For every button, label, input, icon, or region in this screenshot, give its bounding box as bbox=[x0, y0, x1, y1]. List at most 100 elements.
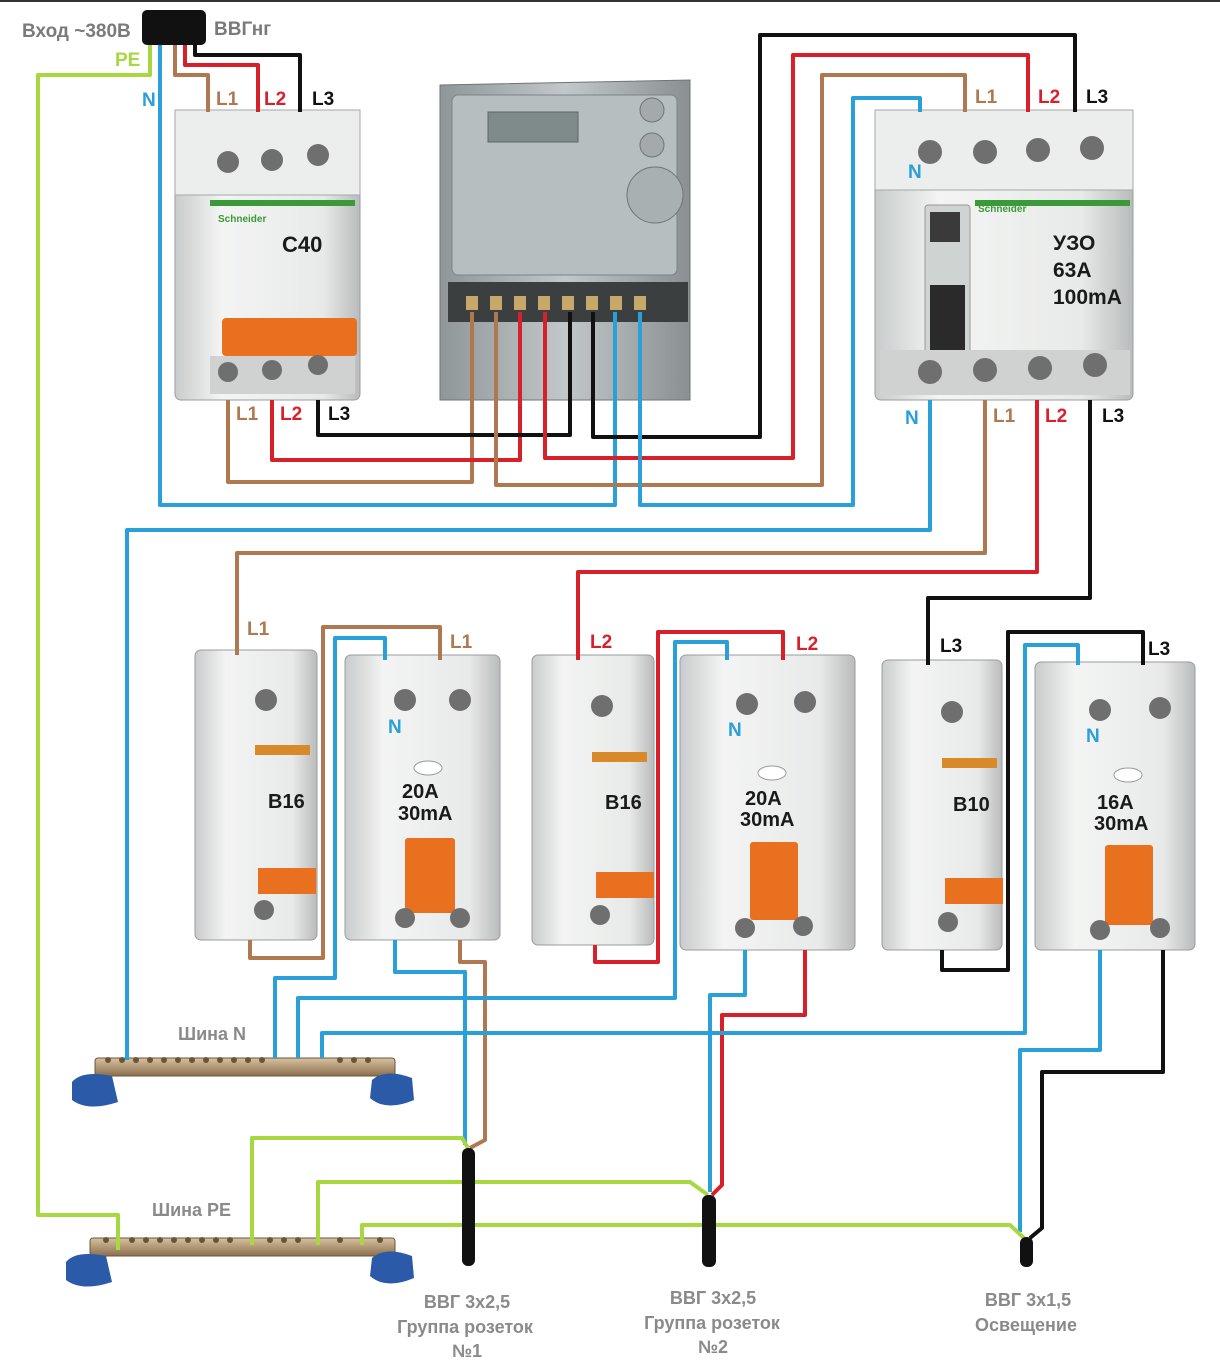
c40-out-l1: L1 bbox=[236, 404, 259, 425]
electricity-meter bbox=[439, 79, 691, 401]
bus-n-label: Шина N bbox=[178, 1024, 246, 1044]
input-label: Вход ~380В bbox=[22, 21, 131, 42]
wire-g1-pe bbox=[250, 1136, 470, 1245]
wire-in-pe bbox=[36, 40, 152, 1250]
wires bbox=[36, 33, 1165, 1250]
n-input-label: N bbox=[142, 90, 156, 111]
wire-in-l2 bbox=[183, 40, 260, 112]
rcd-current: 63A bbox=[1053, 259, 1092, 282]
wire-g1-l1 bbox=[248, 625, 442, 960]
main-breaker-c40 bbox=[174, 109, 361, 401]
main-rcd bbox=[874, 109, 1134, 401]
group3-cable-label: ВВГ 3х1,5 bbox=[985, 1290, 1071, 1310]
group1-desc: Группа розеток bbox=[397, 1317, 534, 1337]
wire-g3-lout bbox=[1028, 950, 1165, 1240]
rcd-group-1 bbox=[344, 654, 501, 941]
rcd-title: УЗО bbox=[1053, 232, 1095, 255]
c40-in-l2: L2 bbox=[264, 89, 286, 110]
wire-rcd-l2-out bbox=[576, 400, 1039, 660]
wire-g1-nbus bbox=[273, 636, 387, 1058]
rcd-in-l1: L1 bbox=[975, 87, 998, 108]
rcd1-l1: L1 bbox=[450, 632, 473, 653]
wire-g2-nout bbox=[708, 950, 747, 1192]
wire-in-l1 bbox=[173, 40, 210, 112]
rcd-group-3 bbox=[1034, 661, 1196, 951]
wire-rcd-l1-out bbox=[235, 400, 987, 655]
bus-n bbox=[72, 1057, 414, 1107]
rcd-n-top: N bbox=[908, 162, 922, 183]
bus-screws bbox=[103, 1057, 383, 1243]
breaker-b16-2 bbox=[531, 654, 655, 946]
group1-cable-label: ВВГ 3х2,5 bbox=[424, 1292, 510, 1312]
wire-meter-l1-rcd bbox=[494, 73, 967, 487]
wire-c40-l3-meter bbox=[316, 312, 572, 437]
c40-out-l3: L3 bbox=[328, 404, 350, 425]
rcd2-current: 20A bbox=[745, 788, 782, 810]
rcd-out-n: N bbox=[905, 408, 919, 429]
wire-rcd-n-bus bbox=[125, 400, 932, 1060]
wire-g2-pe bbox=[316, 1180, 710, 1245]
rcd2-l2: L2 bbox=[796, 634, 818, 655]
group2-caption: ВВГ 3х2,5 Группа розеток №2 bbox=[644, 1288, 781, 1357]
group2-desc: Группа розеток bbox=[644, 1313, 781, 1333]
rcd-out-l3: L3 bbox=[1102, 406, 1124, 427]
wire-in-n bbox=[158, 40, 617, 507]
rcd2-n: N bbox=[728, 720, 742, 741]
rcd-brand: Schneider bbox=[978, 204, 1026, 215]
group3-caption: ВВГ 3х1,5 Освещение bbox=[975, 1290, 1077, 1335]
wire-c40-l2-meter bbox=[270, 312, 522, 462]
wire-meter-l2-rcd bbox=[543, 53, 1030, 460]
bus-pe-label: Шина PE bbox=[152, 1200, 231, 1220]
rcd3-l3: L3 bbox=[1148, 639, 1170, 660]
input-cable bbox=[142, 10, 206, 45]
wire-g3-nbus bbox=[320, 643, 1080, 1058]
c40-in-l3: L3 bbox=[312, 89, 334, 110]
group3-cable bbox=[1020, 1237, 1033, 1267]
rcd-sensitivity: 100mA bbox=[1053, 286, 1122, 309]
rcd-group-2 bbox=[679, 654, 856, 951]
rcd1-sensitivity: 30mA bbox=[398, 803, 452, 825]
wire-g3-pe bbox=[360, 1223, 1026, 1245]
breaker2-rating: B16 bbox=[605, 792, 642, 814]
wire-rcd-l3-out bbox=[926, 400, 1092, 665]
c40-in-l1: L1 bbox=[216, 89, 239, 110]
c40-rating: C40 bbox=[282, 232, 322, 257]
wire-g1-lout bbox=[458, 940, 487, 1150]
wire-meter-l3-rcd bbox=[591, 33, 1077, 439]
wire-g3-l3 bbox=[940, 630, 1145, 972]
wire-g2-nbus bbox=[296, 640, 729, 1058]
wire-c40-l1-meter bbox=[226, 312, 474, 484]
rcd3-sensitivity: 30mA bbox=[1094, 813, 1148, 835]
rcd-in-l2: L2 bbox=[1038, 87, 1060, 108]
rcd3-current: 16A bbox=[1097, 792, 1134, 814]
rcd-out-l1: L1 bbox=[993, 406, 1016, 427]
group3-desc: Освещение bbox=[975, 1315, 1077, 1335]
wire-meter-n-rcd bbox=[638, 96, 922, 507]
rcd2-sensitivity: 30mA bbox=[740, 809, 794, 831]
wire-g3-nout bbox=[1018, 950, 1102, 1232]
rcd3-n: N bbox=[1086, 726, 1100, 747]
cable-label: ВВГнг bbox=[214, 19, 271, 40]
group1-num: №1 bbox=[452, 1341, 482, 1361]
group1-caption: ВВГ 3х2,5 Группа розеток №1 bbox=[397, 1292, 534, 1361]
wire-g2-l2 bbox=[593, 630, 785, 964]
pe-input-label: PE bbox=[115, 50, 140, 71]
c40-out-l2: L2 bbox=[280, 404, 302, 425]
group1-cable bbox=[462, 1148, 475, 1266]
breaker2-l2: L2 bbox=[590, 632, 612, 653]
c40-brand: Schneider bbox=[218, 214, 266, 225]
rcd1-n: N bbox=[388, 717, 402, 738]
group2-cable-label: ВВГ 3х2,5 bbox=[670, 1288, 756, 1308]
wire-g2-lout bbox=[710, 950, 807, 1197]
breaker-b10 bbox=[881, 659, 1003, 951]
wire-in-l3 bbox=[193, 40, 302, 112]
breaker3-l3: L3 bbox=[940, 636, 962, 657]
rcd1-current: 20A bbox=[402, 781, 439, 803]
breaker1-rating: B16 bbox=[268, 791, 305, 813]
group2-cable bbox=[702, 1195, 716, 1267]
breaker-b16-1 bbox=[194, 649, 318, 941]
rcd-out-l2: L2 bbox=[1045, 406, 1067, 427]
breaker3-rating: B10 bbox=[953, 794, 990, 816]
